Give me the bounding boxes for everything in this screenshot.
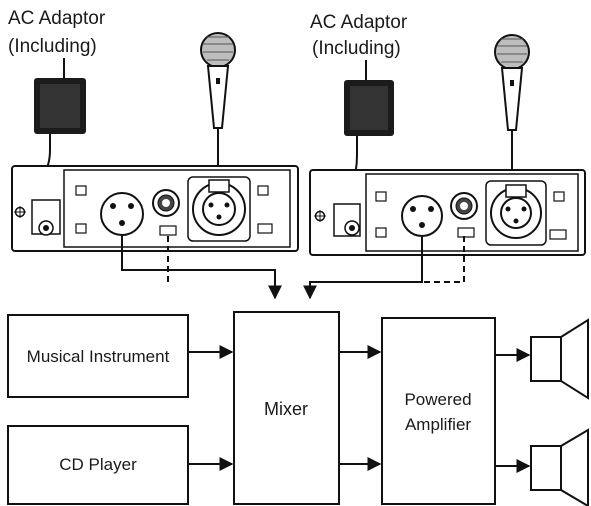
ac-adaptor-left: [34, 58, 86, 210]
svg-text:Amplifier: Amplifier: [405, 415, 471, 434]
mixer-box: Mixer: [233, 311, 340, 505]
svg-text:(Including): (Including): [312, 38, 401, 59]
microphone-right: [494, 34, 530, 195]
musical-instrument-box: Musical Instrument: [7, 314, 189, 398]
speaker-top: [530, 318, 589, 400]
signal-flow-arrows: [188, 345, 531, 473]
svg-text:Powered: Powered: [404, 390, 471, 409]
cd-player-box: CD Player: [7, 425, 189, 505]
svg-text:Musical Instrument: Musical Instrument: [27, 347, 170, 366]
ac-adaptor-label-left: AC Adaptor (Including): [8, 8, 106, 57]
receiver-to-mixer-cables: [121, 236, 465, 300]
svg-text:AC Adaptor: AC Adaptor: [8, 8, 106, 29]
svg-text:CD Player: CD Player: [59, 455, 137, 474]
svg-text:(Including): (Including): [8, 36, 97, 57]
svg-text:AC Adaptor: AC Adaptor: [310, 12, 408, 33]
microphone-left: [200, 32, 236, 190]
powered-amplifier-box: Powered Amplifier: [381, 317, 496, 505]
ac-adaptor-right: [344, 60, 394, 215]
svg-text:Mixer: Mixer: [264, 399, 308, 419]
receiver-unit-right: [309, 169, 586, 256]
receiver-unit-left: [11, 165, 299, 252]
ac-adaptor-label-right: AC Adaptor (Including): [310, 12, 408, 59]
speaker-bottom: [530, 428, 589, 506]
